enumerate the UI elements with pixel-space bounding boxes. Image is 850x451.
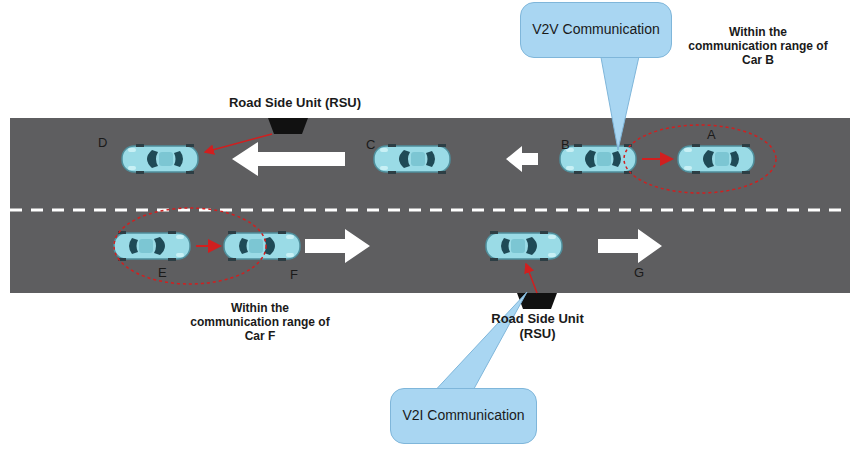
car-letter: G — [634, 266, 644, 281]
car-letter: E — [158, 266, 167, 281]
callout-text: V2V Communication — [532, 21, 660, 39]
callout-bubble: V2V Communication — [520, 2, 672, 58]
annotation-label: Within the communication range of Car F — [190, 302, 330, 343]
car-letter: F — [290, 268, 298, 283]
annotation-label: Road Side Unit (RSU) — [220, 96, 370, 111]
car-letter: A — [707, 128, 716, 143]
callout-bubble: V2I Communication — [390, 388, 537, 444]
callout-text: V2I Communication — [402, 407, 524, 425]
callout-tail — [430, 292, 527, 396]
annotation-label: Road Side Unit (RSU) — [480, 312, 595, 342]
car-letter: D — [98, 136, 107, 151]
rsu-symbol — [517, 293, 557, 309]
road — [10, 118, 850, 293]
annotation-label: Within the communication range of Car B — [688, 26, 828, 67]
callout-tail — [600, 52, 640, 150]
rsu-symbol — [268, 118, 308, 134]
car-letter: C — [366, 138, 375, 153]
car-letter: B — [561, 138, 570, 153]
